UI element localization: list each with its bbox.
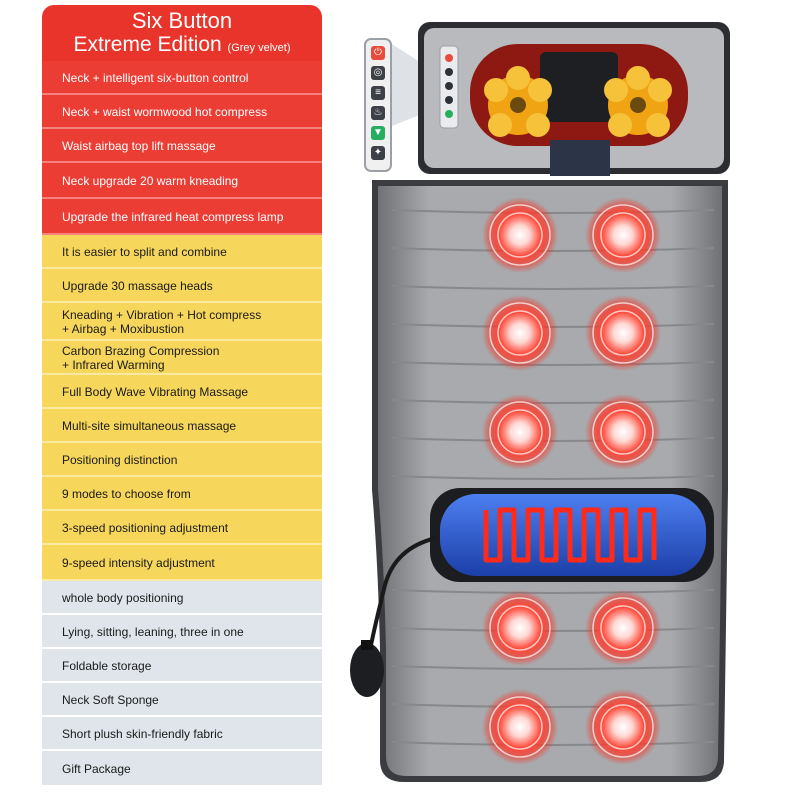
heat-spot xyxy=(585,590,661,666)
body-mat xyxy=(372,180,728,782)
heat-spot xyxy=(482,689,558,765)
heat-icon[interactable]: ♨ xyxy=(371,106,385,120)
feature-row: Multi-site simultaneous massage xyxy=(42,409,322,443)
mat-rib xyxy=(391,209,715,214)
feature-text: Multi-site simultaneous massage xyxy=(62,419,237,433)
feature-text: Neck + waist wormwood hot compress xyxy=(62,105,268,119)
heat-spot xyxy=(585,394,661,470)
feature-row: whole body positioning xyxy=(42,581,322,615)
feature-row: Upgrade 30 massage heads xyxy=(42,269,322,303)
feature-row: Neck Soft Sponge xyxy=(42,683,322,717)
feature-text: Neck Soft Sponge xyxy=(62,693,159,707)
feature-row: Waist airbag top lift massage xyxy=(42,129,322,163)
remote-control: ⏻ ◎ ≡ ♨ ▼ ✦ xyxy=(364,38,392,172)
feature-row: Neck upgrade 20 warm kneading xyxy=(42,163,322,199)
feature-text: Upgrade the infrared heat compress lamp xyxy=(62,210,284,224)
feature-panel: Six Button Extreme Edition (Grey velvet)… xyxy=(42,5,322,787)
heat-spot xyxy=(482,197,558,273)
mode-icon[interactable]: ◎ xyxy=(371,66,385,80)
title-line-2: Extreme Edition (Grey velvet) xyxy=(42,33,322,60)
feature-row: Gift Package xyxy=(42,751,322,787)
feature-text: Kneading + Vibration + Hot compress+ Air… xyxy=(62,308,262,336)
feature-text: Full Body Wave Vibrating Massage xyxy=(62,385,249,399)
feature-row: It is easier to split and combine xyxy=(42,235,322,269)
power-icon[interactable]: ⏻ xyxy=(371,46,385,60)
mat-rib xyxy=(391,285,715,290)
feature-text: Neck + intelligent six-button control xyxy=(62,71,249,85)
title-edition: Extreme Edition xyxy=(73,33,222,56)
feature-text: Lying, sitting, leaning, three in one xyxy=(62,625,244,639)
airbag-icon[interactable]: ✦ xyxy=(371,146,385,160)
left-kneading-head xyxy=(484,66,552,137)
feature-row: Short plush skin-friendly fabric xyxy=(42,717,322,751)
feature-text: Positioning distinction xyxy=(62,453,178,467)
heat-spot xyxy=(585,295,661,371)
massage-spots xyxy=(482,197,661,765)
feature-text: Neck upgrade 20 warm kneading xyxy=(62,174,239,188)
air-pump xyxy=(350,536,437,697)
right-kneading-head xyxy=(604,66,672,137)
title-note: (Grey velvet) xyxy=(227,42,291,54)
feature-text: 3-speed positioning adjustment xyxy=(62,521,229,535)
feature-text: Short plush skin-friendly fabric xyxy=(62,727,223,741)
feature-row: 9-speed intensity adjustment xyxy=(42,545,322,581)
feature-text: 9-speed intensity adjustment xyxy=(62,556,215,570)
mat-rib xyxy=(391,589,715,594)
mat-rib xyxy=(391,665,715,670)
feature-row: 3-speed positioning adjustment xyxy=(42,511,322,545)
neck-pillow xyxy=(418,22,730,176)
heat-spot xyxy=(585,197,661,273)
feature-text: Waist airbag top lift massage xyxy=(62,139,216,153)
feature-row: Carbon Brazing Compression+ Infrared War… xyxy=(42,341,322,375)
feature-row: Lying, sitting, leaning, three in one xyxy=(42,615,322,649)
heat-spot xyxy=(585,689,661,765)
feature-row: Neck + waist wormwood hot compress xyxy=(42,95,322,129)
feature-text: Carbon Brazing Compression+ Infrared War… xyxy=(62,344,220,372)
title-line-1: Six Button xyxy=(131,8,233,33)
feature-row: Neck + intelligent six-button control xyxy=(42,61,322,95)
feature-text: Foldable storage xyxy=(62,659,152,673)
feature-text: It is easier to split and combine xyxy=(62,245,227,259)
heat-pad xyxy=(430,488,714,582)
heat-coil xyxy=(483,507,657,563)
mat-rib xyxy=(391,361,715,366)
mat-rib xyxy=(391,475,715,480)
title-banner: Six Button Extreme Edition (Grey velvet) xyxy=(42,5,322,61)
heat-spot xyxy=(482,295,558,371)
feature-row: Foldable storage xyxy=(42,649,322,683)
heat-spot xyxy=(482,590,558,666)
feature-row: Full Body Wave Vibrating Massage xyxy=(42,375,322,409)
feature-row: Positioning distinction xyxy=(42,443,322,477)
feature-row: Kneading + Vibration + Hot compress+ Air… xyxy=(42,303,322,341)
down-icon[interactable]: ▼ xyxy=(371,126,385,140)
feature-text: Upgrade 30 massage heads xyxy=(62,279,213,293)
feature-row: Upgrade the infrared heat compress lamp xyxy=(42,199,322,235)
feature-text: 9 modes to choose from xyxy=(62,487,191,501)
feature-text: whole body positioning xyxy=(62,591,184,605)
feature-text: Gift Package xyxy=(62,762,131,776)
mat-rib xyxy=(391,399,715,404)
feature-row: 9 modes to choose from xyxy=(42,477,322,511)
heat-spot xyxy=(482,394,558,470)
level-icon[interactable]: ≡ xyxy=(371,86,385,100)
